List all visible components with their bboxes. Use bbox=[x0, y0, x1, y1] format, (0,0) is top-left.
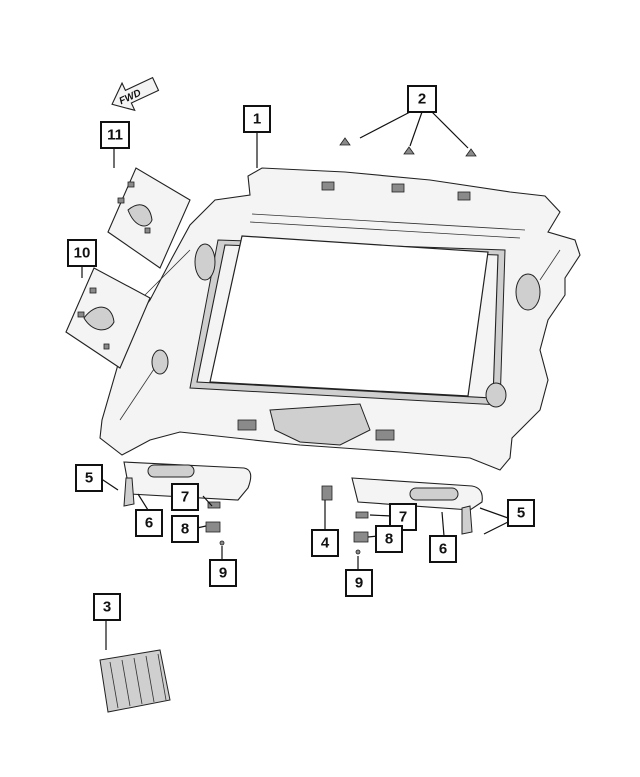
svg-text:9: 9 bbox=[355, 575, 363, 592]
callout-1: 1 bbox=[243, 105, 271, 133]
svg-text:7: 7 bbox=[399, 509, 407, 526]
callout-2: 2 bbox=[407, 85, 437, 113]
grab-handle-assembly-11 bbox=[107, 167, 191, 269]
callout-11: 11 bbox=[100, 121, 130, 149]
callout-6-left: 6 bbox=[135, 509, 163, 537]
svg-text:4: 4 bbox=[321, 535, 330, 552]
callout-7-left: 7 bbox=[171, 483, 199, 511]
callout-5-left: 5 bbox=[75, 464, 103, 492]
svg-text:8: 8 bbox=[385, 531, 393, 548]
part-3-pad bbox=[99, 649, 171, 713]
push-pin-clips bbox=[339, 137, 477, 157]
svg-text:1: 1 bbox=[253, 111, 261, 128]
svg-text:7: 7 bbox=[181, 489, 189, 506]
grab-handle-assembly-10 bbox=[65, 267, 151, 369]
svg-text:9: 9 bbox=[219, 565, 227, 582]
callout-6-right: 6 bbox=[429, 535, 457, 563]
svg-text:6: 6 bbox=[439, 541, 447, 558]
callout-9-left: 9 bbox=[209, 559, 237, 587]
headliner-panel bbox=[99, 167, 581, 471]
fwd-arrow-icon: FWD bbox=[111, 76, 160, 112]
svg-text:8: 8 bbox=[181, 521, 189, 538]
callout-5-right: 5 bbox=[507, 499, 535, 527]
svg-text:5: 5 bbox=[85, 470, 93, 487]
svg-text:2: 2 bbox=[418, 91, 426, 108]
svg-text:5: 5 bbox=[517, 505, 525, 522]
svg-text:3: 3 bbox=[103, 599, 111, 616]
sun-visor-right bbox=[321, 477, 483, 555]
callout-4: 4 bbox=[311, 529, 339, 557]
leader-lines bbox=[81, 111, 509, 650]
svg-text:6: 6 bbox=[145, 515, 153, 532]
callout-10: 10 bbox=[67, 239, 97, 267]
callout-3: 3 bbox=[93, 593, 121, 621]
sun-visor-left bbox=[123, 461, 252, 546]
callout-9-right: 9 bbox=[345, 569, 373, 597]
svg-text:11: 11 bbox=[107, 127, 123, 144]
callout-8-right: 8 bbox=[375, 525, 403, 553]
svg-text:10: 10 bbox=[74, 245, 91, 262]
callout-8-left: 8 bbox=[171, 515, 199, 543]
